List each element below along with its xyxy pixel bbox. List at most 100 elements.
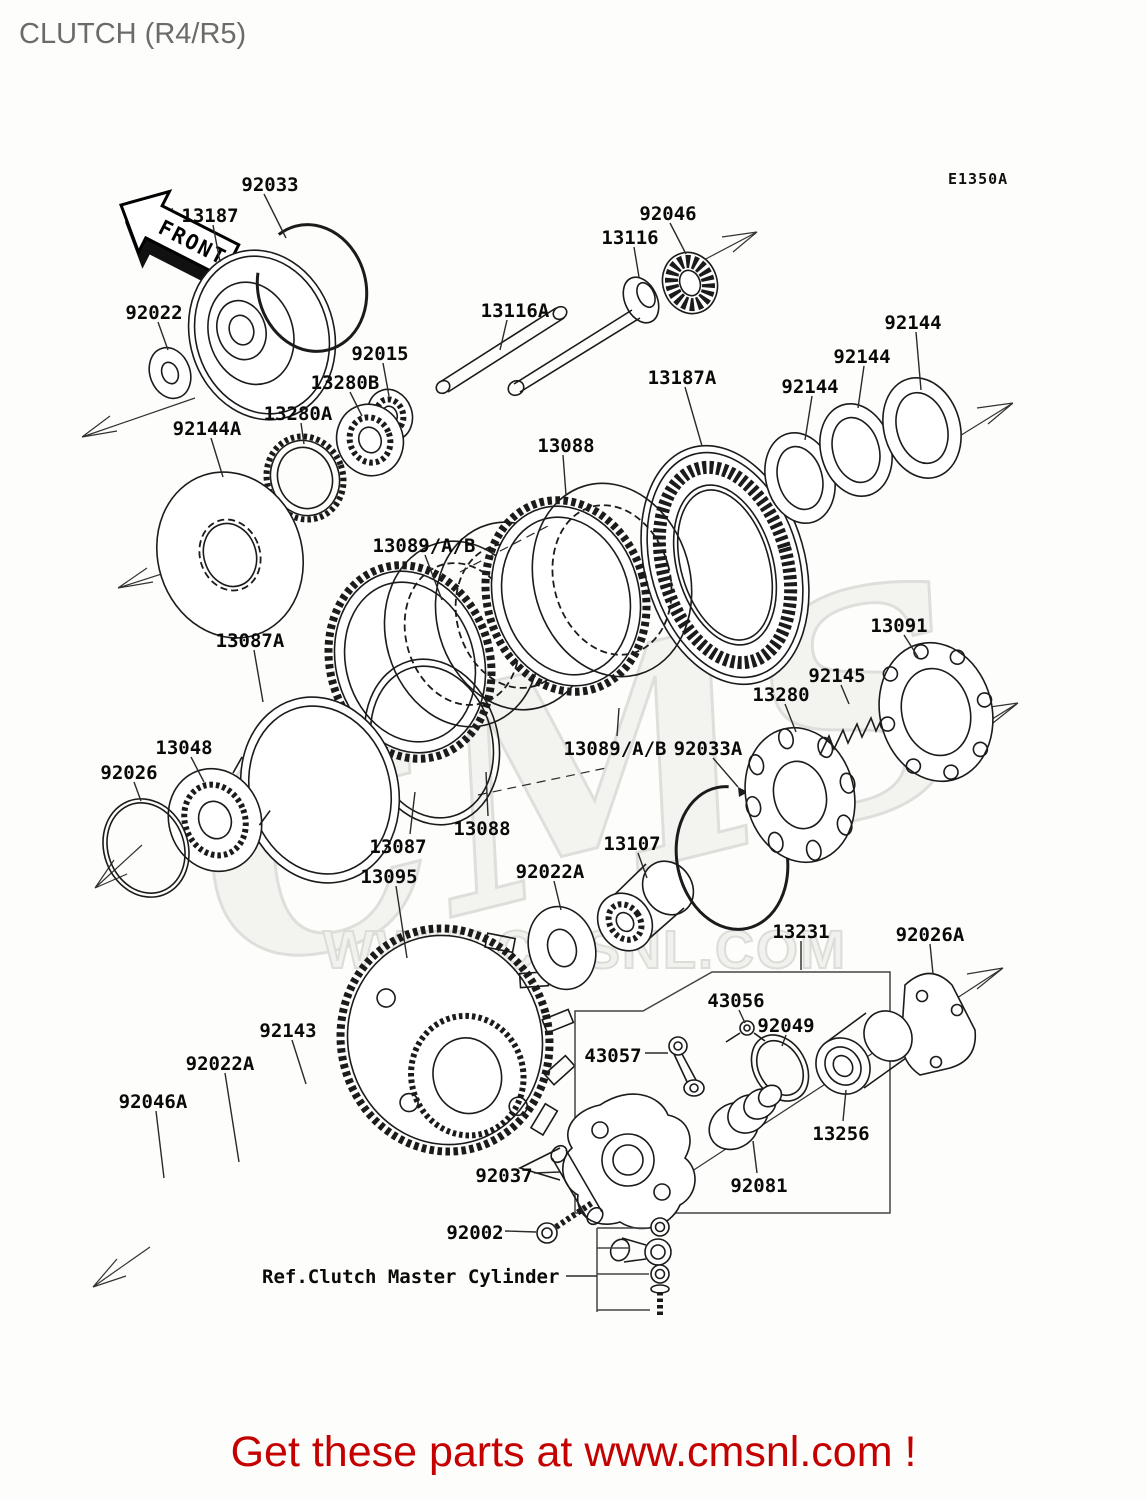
part-label-13087: 13087	[369, 836, 427, 858]
rod-13116A-drawing	[435, 305, 568, 395]
leader-lines	[133, 193, 934, 1277]
ring-92026-drawing	[102, 798, 190, 898]
leader-line	[857, 365, 865, 409]
part-label-92144A: 92144A	[172, 418, 242, 440]
leader-line	[291, 1039, 307, 1085]
part-label-92002: 92002	[446, 1222, 504, 1244]
pin-92037-drawing	[550, 1144, 604, 1226]
part-label-92022A: 92022A	[185, 1053, 255, 1075]
part-label-13087A: 13087A	[215, 630, 285, 652]
part-label-92033: 92033	[241, 174, 299, 196]
leader-line	[133, 781, 142, 802]
leader-line	[382, 362, 390, 397]
leader-line	[210, 437, 224, 478]
housing-13095-drawing	[336, 924, 576, 1156]
part-label-43057: 43057	[584, 1045, 642, 1067]
clutch-pack-drawing	[324, 482, 693, 796]
parts-artwork	[102, 223, 994, 1318]
part-label-92037: 92037	[475, 1165, 533, 1187]
leader-line	[224, 1072, 240, 1163]
leader-line	[263, 193, 287, 239]
part-label-13091: 13091	[870, 615, 928, 637]
leader-line	[903, 634, 919, 658]
leader-line	[499, 319, 508, 351]
leader-line	[752, 1140, 758, 1174]
part-label-13088: 13088	[453, 818, 511, 840]
leader-line	[712, 757, 739, 788]
leader-line	[300, 422, 305, 445]
part-label-92049: 92049	[757, 1015, 815, 1037]
washer-92022A-mid-drawing	[527, 905, 597, 991]
bearing-92046-drawing	[661, 251, 719, 315]
part-label-92144: 92144	[884, 312, 942, 334]
piston-13256-drawing	[815, 1010, 913, 1095]
leader-line	[409, 791, 416, 835]
leader-line	[553, 880, 562, 911]
part-label-13187: 13187	[181, 205, 239, 227]
leader-line	[842, 1089, 847, 1122]
leader-line	[212, 224, 221, 263]
part-label-13231: 13231	[772, 921, 830, 943]
leader-line	[840, 684, 850, 705]
part-label-92022: 92022	[125, 302, 183, 324]
page-title: CLUTCH (R4/R5)	[19, 18, 247, 50]
plate-13091-drawing	[878, 641, 994, 783]
ref-bracket	[596, 1227, 650, 1312]
leader-line	[616, 707, 620, 737]
leader-line	[504, 1230, 537, 1233]
part-label-92015: 92015	[351, 343, 409, 365]
part-label-13088: 13088	[537, 435, 595, 457]
part-label-92022A: 92022A	[515, 861, 585, 883]
slave-cylinder-body-drawing	[517, 1093, 696, 1230]
leader-line	[533, 1171, 561, 1174]
bolt-92002-drawing	[536, 1200, 594, 1244]
leader-line	[915, 331, 922, 391]
part-label-13089AB: 13089/A/B	[563, 738, 667, 760]
part-label-92144: 92144	[781, 376, 839, 398]
part-label-13280B: 13280B	[310, 372, 380, 394]
slave-cylinder-box	[574, 971, 891, 1214]
plate-13280-drawing	[744, 726, 856, 864]
spring-92145-drawing	[819, 711, 886, 756]
part-label-13187A: 13187A	[647, 367, 717, 389]
part-label-92143: 92143	[259, 1020, 317, 1042]
leader-line	[485, 771, 489, 817]
ref-clutch-master-cylinder-label: Ref.Clutch Master Cylinder	[262, 1266, 560, 1288]
part-label-92026A: 92026A	[895, 924, 965, 946]
part-label-92144: 92144	[833, 346, 891, 368]
part-label-13107: 13107	[603, 833, 661, 855]
part-label-92046A: 92046A	[118, 1091, 188, 1113]
leader-line	[669, 222, 687, 255]
washer-92022-drawing	[148, 346, 192, 400]
leader-line	[349, 391, 363, 417]
part-label-92081: 92081	[730, 1175, 788, 1197]
part-label-92026: 92026	[100, 762, 158, 784]
leader-line	[929, 943, 934, 975]
hub-13280B-drawing	[335, 403, 405, 477]
part-label-43056: 43056	[707, 990, 765, 1012]
diagram-code: E1350A	[948, 170, 1009, 188]
part-label-13280A: 13280A	[263, 403, 333, 425]
leader-line	[684, 386, 703, 447]
leader-line	[633, 246, 640, 278]
leader-line	[804, 395, 813, 441]
disc-92144A-drawing	[155, 471, 305, 639]
part-43056-drawing	[725, 1020, 766, 1043]
leader-line	[395, 885, 408, 959]
part-label-13095: 13095	[360, 866, 418, 888]
leader-line	[253, 649, 264, 703]
disc-13187A-drawing	[640, 444, 810, 686]
part-label-92145: 92145	[808, 665, 866, 687]
part-43057-drawing	[668, 1036, 705, 1097]
push-rod-13116-drawing	[507, 276, 660, 397]
part-label-13089AB: 13089/A/B	[372, 535, 476, 557]
leader-line	[190, 756, 205, 783]
part-label-13048: 13048	[155, 737, 213, 759]
footer-promo-text: Get these parts at www.cmsnl.com !	[230, 1428, 917, 1476]
plate-13187-drawing	[187, 249, 337, 421]
leader-line	[562, 454, 567, 496]
leader-line	[738, 1009, 746, 1024]
gasket-92026A-drawing	[900, 972, 977, 1076]
gear-13048-drawing	[167, 756, 271, 873]
